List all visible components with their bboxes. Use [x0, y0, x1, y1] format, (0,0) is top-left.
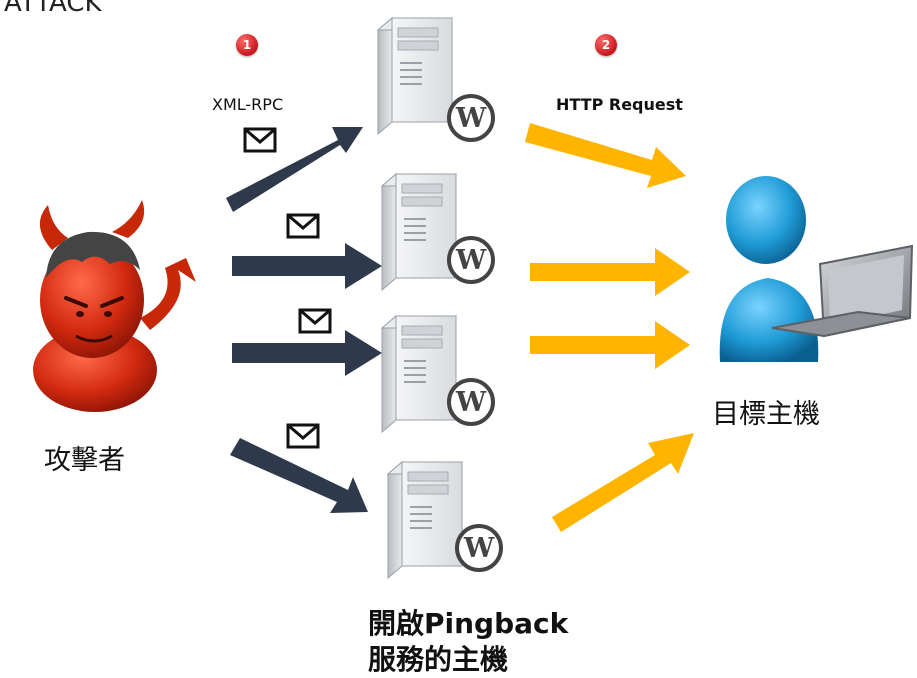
arrow-server-4-to-target	[552, 433, 694, 532]
user-with-laptop-icon	[719, 176, 914, 362]
wordpress-logo-icon	[455, 524, 503, 572]
arrow-attacker-to-server-2	[232, 243, 382, 289]
envelope-icon	[243, 127, 277, 153]
arrow-attacker-to-server-4	[230, 438, 368, 513]
arrow-attacker-to-server-3	[232, 330, 382, 376]
step-2-badge: 2	[595, 34, 617, 56]
envelope-icon	[298, 308, 332, 334]
arrow-server-2-to-target	[530, 248, 690, 296]
server-4	[387, 461, 503, 579]
envelope-icon	[286, 213, 320, 239]
server-3	[381, 315, 495, 433]
step-1-badge: 1	[236, 34, 258, 56]
wordpress-logo-icon	[447, 94, 495, 142]
arrow-server-3-to-target	[530, 321, 690, 369]
arrow-server-1-to-target	[525, 123, 686, 188]
arrow-attacker-to-server-1	[226, 127, 363, 212]
server-tower-icon	[381, 315, 457, 433]
server-1	[377, 17, 495, 142]
devil-icon	[33, 200, 196, 412]
target-label: 目標主機	[712, 399, 820, 430]
server-2	[381, 173, 495, 291]
wordpress-logo-icon	[447, 378, 495, 426]
server-tower-icon	[377, 17, 453, 135]
envelope-icon	[286, 423, 320, 449]
xmlrpc-label: XML-RPC	[212, 95, 284, 114]
http-request-label: HTTP Request	[556, 95, 683, 114]
server-tower-icon	[387, 461, 463, 579]
servers-label-line1: 開啟Pingback	[368, 607, 569, 640]
wordpress-logo-icon	[447, 236, 495, 284]
server-tower-icon	[381, 173, 457, 291]
attacker-label: 攻擊者	[44, 445, 125, 476]
header-fragment: ATTACK	[4, 0, 102, 18]
servers-label-line2: 服務的主機	[368, 643, 509, 676]
